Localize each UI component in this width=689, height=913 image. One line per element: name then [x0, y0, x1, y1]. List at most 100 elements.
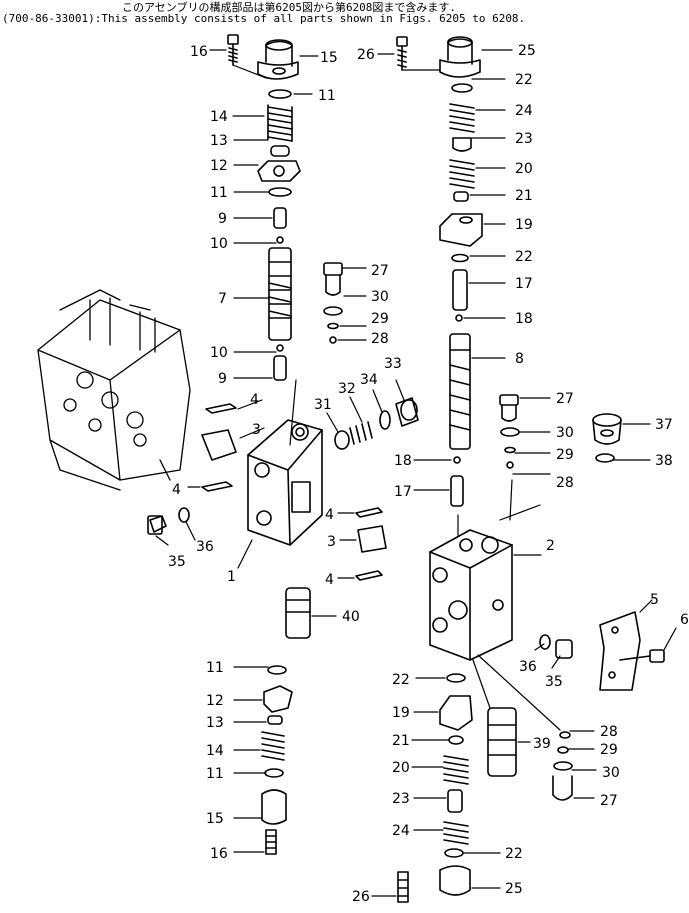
callout-37: 37 [655, 417, 673, 433]
callout-6: 6 [680, 612, 689, 628]
callout-36: 36 [519, 659, 537, 675]
callout-15: 15 [320, 50, 338, 66]
callout-35: 35 [545, 674, 563, 690]
callout-4: 4 [250, 392, 259, 408]
right-lower-stack [397, 673, 573, 903]
callout-11: 11 [210, 185, 228, 201]
o-ring-11 [268, 89, 292, 99]
callout-4: 4 [325, 507, 334, 523]
bolt-16-top [227, 34, 239, 66]
callout-20: 20 [392, 760, 410, 776]
callout-numbers: 16 15 11 14 13 12 11 9 10 7 10 9 4 3 4 1… [168, 43, 689, 905]
callout-31: 31 [314, 397, 332, 413]
stopper-9b [273, 355, 287, 381]
right-upper-stack [396, 36, 483, 507]
plug-40 [285, 587, 311, 639]
callout-29: 29 [600, 742, 618, 758]
plug-35-right [539, 634, 573, 659]
callout-9: 9 [218, 371, 227, 387]
callout-29: 29 [556, 447, 574, 463]
callout-34: 34 [360, 372, 378, 388]
spool-7 [268, 247, 292, 341]
callout-22: 22 [392, 672, 410, 688]
callout-30: 30 [556, 425, 574, 441]
valve-body-2 [429, 529, 513, 661]
callout-19: 19 [515, 217, 533, 233]
callout-leaders [155, 49, 677, 897]
valve-block-background [37, 289, 191, 491]
callout-24: 24 [515, 103, 533, 119]
callout-11: 11 [206, 766, 224, 782]
stopper-9 [273, 207, 287, 229]
callout-30: 30 [371, 289, 389, 305]
callout-28: 28 [600, 724, 618, 740]
callout-28: 28 [556, 475, 574, 491]
callout-22: 22 [515, 72, 533, 88]
plate-12 [257, 160, 301, 182]
callout-30: 30 [602, 765, 620, 781]
callout-3: 3 [327, 534, 336, 550]
plug-37-ring-38 [592, 413, 622, 463]
callout-2: 2 [546, 538, 555, 554]
callout-18: 18 [394, 453, 412, 469]
callout-36: 36 [196, 539, 214, 555]
callout-12: 12 [210, 158, 228, 174]
callout-10: 10 [210, 236, 228, 252]
callout-16: 16 [190, 44, 208, 60]
callout-4: 4 [325, 572, 334, 588]
callout-22: 22 [515, 249, 533, 265]
callout-19: 19 [392, 705, 410, 721]
left-lower-stack [261, 665, 293, 855]
right-seals-left-body [355, 507, 387, 581]
page-header: このアセンブリの構成部品は第6205図から第6208図まで含みます. (700-… [0, 2, 689, 28]
callout-1: 1 [227, 569, 236, 585]
plug-27-right [499, 394, 520, 469]
check-valve-parts [334, 397, 419, 450]
callout-23: 23 [515, 131, 533, 147]
callout-27: 27 [371, 263, 389, 279]
callout-23: 23 [392, 791, 410, 807]
callout-5: 5 [650, 592, 659, 608]
callout-15: 15 [206, 811, 224, 827]
plug-27-left [323, 262, 343, 344]
cap-15-top [257, 39, 299, 80]
callout-3: 3 [252, 422, 261, 438]
callout-21: 21 [392, 733, 410, 749]
callout-13: 13 [206, 715, 224, 731]
bracket-5 [599, 611, 665, 691]
callout-26: 26 [352, 889, 370, 905]
callout-7: 7 [218, 291, 227, 307]
callout-35: 35 [168, 554, 186, 570]
callout-32: 32 [338, 381, 356, 397]
callout-14: 14 [210, 109, 228, 125]
spring-14 [267, 104, 293, 142]
callout-16: 16 [210, 846, 228, 862]
callout-18: 18 [515, 311, 533, 327]
callout-25: 25 [505, 881, 523, 897]
callout-11: 11 [318, 88, 336, 104]
callout-17: 17 [515, 276, 533, 292]
ring-10 [276, 236, 284, 244]
callout-26: 26 [357, 47, 375, 63]
callout-22: 22 [505, 846, 523, 862]
callout-14: 14 [206, 743, 224, 759]
callout-4: 4 [172, 482, 181, 498]
callout-27: 27 [556, 391, 574, 407]
valve-body-1 [247, 419, 323, 546]
callout-24: 24 [392, 823, 410, 839]
callout-25: 25 [518, 43, 536, 59]
callout-40: 40 [342, 609, 360, 625]
callout-28: 28 [371, 331, 389, 347]
callout-33: 33 [384, 356, 402, 372]
callout-39: 39 [533, 736, 551, 752]
callout-12: 12 [206, 693, 224, 709]
callout-29: 29 [371, 311, 389, 327]
ring-10b [276, 344, 284, 352]
callout-10: 10 [210, 345, 228, 361]
callout-8: 8 [515, 351, 524, 367]
callout-21: 21 [515, 188, 533, 204]
callout-13: 13 [210, 133, 228, 149]
callout-9: 9 [218, 211, 227, 227]
callout-20: 20 [515, 161, 533, 177]
